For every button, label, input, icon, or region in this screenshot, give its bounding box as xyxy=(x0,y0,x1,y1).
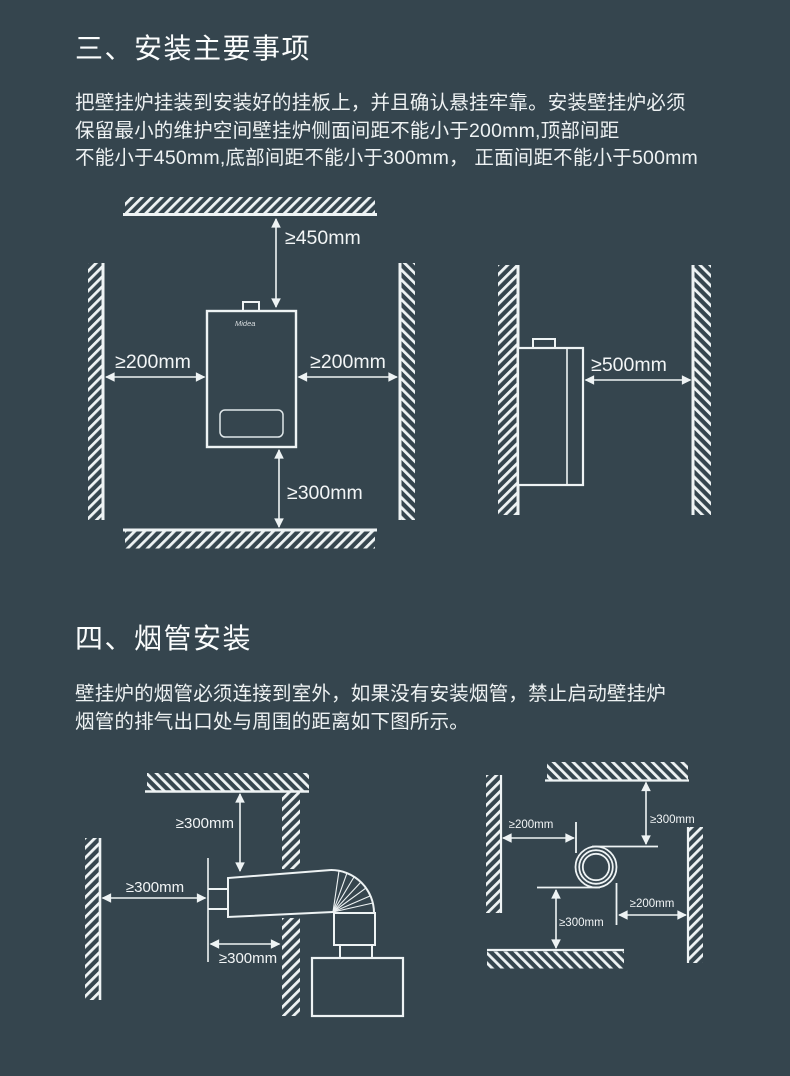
boiler-side-view xyxy=(516,338,585,487)
left-wall xyxy=(486,775,503,913)
dimension-label: ≥300mm xyxy=(650,814,695,826)
section3-paragraph: 把壁挂炉挂装到安装好的挂板上，并且确认悬挂牢靠。安装壁挂炉必须 保留最小的维护空… xyxy=(75,90,698,173)
reference-lines xyxy=(537,822,658,925)
paragraph-line: 壁挂炉的烟管必须连接到室外，如果没有安装烟管，禁止启动壁挂炉 xyxy=(75,683,667,705)
dimension-label: ≥300mm xyxy=(126,879,184,896)
paragraph-line: 烟管的排气出口处与周围的距离如下图所示。 xyxy=(75,710,470,733)
dimension-label: ≥300mm xyxy=(219,950,277,967)
dimension-bottom-right: ≥200mm xyxy=(618,898,687,920)
dimension-bottom: ≥300mm xyxy=(209,939,281,967)
dimension-label: ≥200mm xyxy=(630,898,675,910)
left-wall xyxy=(85,838,102,1000)
dimension-top: ≥300mm xyxy=(176,793,245,872)
boiler-top xyxy=(310,956,405,1018)
right-wall xyxy=(398,263,415,520)
ceiling-hatch xyxy=(145,773,309,793)
floor-hatch xyxy=(123,528,377,549)
paragraph-line: 把壁挂炉挂装到安装好的挂板上，并且确认悬挂牢靠。安装壁挂炉必须 xyxy=(75,92,686,114)
boiler-panel xyxy=(219,409,284,438)
dimension-label: ≥200mm xyxy=(115,351,191,373)
dimension-label: ≥450mm xyxy=(285,227,361,249)
left-wall xyxy=(88,263,105,520)
section4-title: 四、烟管安装 xyxy=(75,623,253,654)
dimension-top-left: ≥200mm xyxy=(502,819,575,843)
dimension-label: ≥300mm xyxy=(559,917,604,929)
ceiling-hatch xyxy=(123,197,377,216)
section3-title: 三、安装主要事项 xyxy=(75,33,312,64)
dimension-top: ≥450mm xyxy=(271,218,361,308)
paragraph-line: 保留最小的维护空间壁挂炉侧面间距不能小于200mm,顶部间距 xyxy=(75,119,620,142)
dimension-bottom: ≥300mm xyxy=(274,449,363,528)
floor-hatch xyxy=(487,948,624,969)
dimension-label: ≥500mm xyxy=(591,354,667,376)
ceiling-hatch xyxy=(545,762,689,782)
dimension-bottom-left: ≥300mm xyxy=(551,889,604,949)
right-wall xyxy=(691,265,711,515)
dimension-label: ≥200mm xyxy=(509,819,554,831)
dimension-label: ≥200mm xyxy=(310,351,386,373)
boiler-front-view: Midea xyxy=(205,301,298,449)
flue-side-diagram: ≥300mm ≥300mm ≥300mm xyxy=(85,773,405,1018)
dimension-left: ≥300mm xyxy=(101,879,207,903)
paragraph-line: 不能小于450mm,底部间距不能小于300mm， 正面间距不能小于500mm xyxy=(75,147,699,169)
front-clearance-diagram: Midea ≥450mm ≥200mm ≥200mm ≥300mm xyxy=(88,197,415,549)
through-wall xyxy=(282,792,300,1016)
flue-pipe xyxy=(207,858,376,962)
dimension-top-right: ≥300mm xyxy=(641,781,695,845)
right-wall xyxy=(686,827,703,963)
flue-outlet-circles xyxy=(574,845,618,889)
elbow-fan-lines xyxy=(332,870,374,913)
dimension-left: ≥200mm xyxy=(105,351,206,382)
dimension-label: ≥300mm xyxy=(287,482,363,504)
dimension-label: ≥300mm xyxy=(176,815,234,832)
left-wall xyxy=(498,265,520,515)
flue-front-diagram: ≥200mm ≥300mm ≥300mm ≥200mm xyxy=(486,762,703,969)
brand-logo: Midea xyxy=(235,319,255,328)
section4-paragraph: 壁挂炉的烟管必须连接到室外，如果没有安装烟管，禁止启动壁挂炉 烟管的排气出口处与… xyxy=(75,681,666,736)
side-clearance-diagram: ≥500mm xyxy=(498,265,711,515)
dimension-right: ≥200mm xyxy=(297,351,398,382)
dimension-front: ≥500mm xyxy=(584,354,692,385)
